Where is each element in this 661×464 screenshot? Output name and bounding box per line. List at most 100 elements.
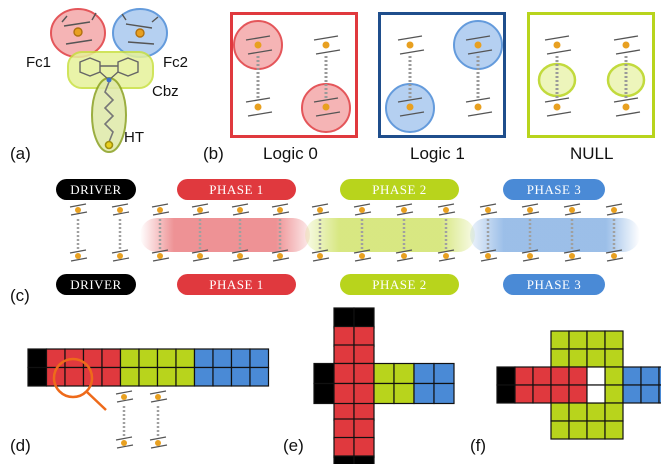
phase1-glow <box>140 218 310 252</box>
grid-cell <box>156 366 177 387</box>
hexyl-tail-icon <box>103 81 115 150</box>
null-label: NULL <box>570 144 614 163</box>
grid-cell <box>393 382 415 405</box>
grid-cell <box>193 366 214 387</box>
grid-cell <box>622 384 642 404</box>
grid-cell <box>568 420 588 440</box>
grid-cell <box>568 384 588 404</box>
grid-cell <box>604 420 624 440</box>
grid-cell <box>658 366 661 386</box>
panel-f-label: (f) <box>470 436 487 455</box>
grid-cell <box>532 384 552 404</box>
grid-cell <box>45 348 66 369</box>
phase3-pill-bottom: PHASE 3 <box>503 274 605 295</box>
grid-cell <box>496 384 516 404</box>
grid-cell <box>333 344 355 366</box>
grid-cell <box>333 382 355 405</box>
driver-pill-bottom: DRIVER <box>56 274 136 295</box>
magnifier-circle <box>52 357 94 399</box>
grid-cell <box>433 362 455 385</box>
grid-cell <box>119 348 140 369</box>
grid-cell <box>604 348 624 368</box>
panel-d-label: (d) <box>10 436 31 455</box>
grid-cell <box>568 348 588 368</box>
grid-cell <box>333 307 355 329</box>
grid-cell <box>138 366 159 387</box>
grid-cell <box>333 325 355 348</box>
grid-cell <box>333 455 355 464</box>
cbz-label: Cbz <box>152 83 179 100</box>
grid-cell <box>550 330 570 350</box>
panel-e-label: (e) <box>283 436 304 455</box>
grid-cell <box>550 366 570 386</box>
grid-cell <box>413 362 435 385</box>
grid-cell <box>640 366 660 386</box>
grid-cell <box>101 366 122 387</box>
grid-cell <box>373 382 395 405</box>
logic-1-frame <box>378 12 506 138</box>
grid-cell <box>586 330 606 350</box>
grid-cell <box>64 366 85 387</box>
ferrocene-fc2-icon <box>121 13 159 45</box>
grid-cell <box>193 348 214 369</box>
grid-cell <box>249 366 270 387</box>
grid-cell <box>27 366 48 387</box>
grid-cell <box>101 348 122 369</box>
grid-cell <box>604 366 624 386</box>
grid-cell <box>138 348 159 369</box>
fc2-label: Fc2 <box>163 54 189 71</box>
grid-cell <box>658 384 661 404</box>
grid-cell <box>604 384 624 404</box>
ht-label: HT <box>124 129 144 146</box>
phase2-glow <box>305 218 475 252</box>
grid-cell <box>119 366 140 387</box>
panel-c-label: (c) <box>10 286 30 305</box>
grid-cell <box>353 418 375 440</box>
grid-cell <box>568 402 588 422</box>
grid-cell <box>532 366 552 386</box>
grid-cell <box>550 402 570 422</box>
panel-a-label: (a) <box>10 144 31 163</box>
driver-pill-top: DRIVER <box>56 179 136 200</box>
grid-cell <box>353 362 375 385</box>
grid-cell <box>413 382 435 405</box>
grid-cell <box>373 362 395 385</box>
logic-1-label: Logic 1 <box>410 144 465 163</box>
grid-cell <box>568 366 588 386</box>
panel-b-label: (b) <box>203 144 224 163</box>
phase2-pill-bottom: PHASE 2 <box>340 274 459 295</box>
grid-cell <box>27 348 48 369</box>
grid-cell <box>433 382 455 405</box>
logic-0-label: Logic 0 <box>263 144 318 163</box>
grid-cell <box>393 362 415 385</box>
magnifier-handle <box>86 391 107 411</box>
grid-cell <box>353 382 375 405</box>
grid-cell <box>496 366 516 386</box>
grid-cell <box>230 348 251 369</box>
null-frame <box>527 12 655 138</box>
grid-cell <box>622 366 642 386</box>
grid-cell <box>514 366 534 386</box>
grid-cell <box>353 436 375 459</box>
grid-cell <box>586 402 606 422</box>
phase3-glow <box>470 218 640 252</box>
grid-cell <box>568 330 588 350</box>
logic-0-frame <box>230 12 358 138</box>
grid-cell <box>353 344 375 366</box>
phase1-pill-bottom: PHASE 1 <box>177 274 296 295</box>
grid-cell <box>586 420 606 440</box>
grid-cell <box>156 348 177 369</box>
phase3-pill-top: PHASE 3 <box>503 179 605 200</box>
phase1-pill-top: PHASE 1 <box>177 179 296 200</box>
grid-cell <box>313 362 335 385</box>
grid-cell <box>230 366 251 387</box>
carbazole-icon <box>79 57 139 83</box>
grid-cell <box>333 362 355 385</box>
phase2-pill-top: PHASE 2 <box>340 179 459 200</box>
grid-cell <box>586 348 606 368</box>
grid-gap-cell <box>586 384 606 404</box>
